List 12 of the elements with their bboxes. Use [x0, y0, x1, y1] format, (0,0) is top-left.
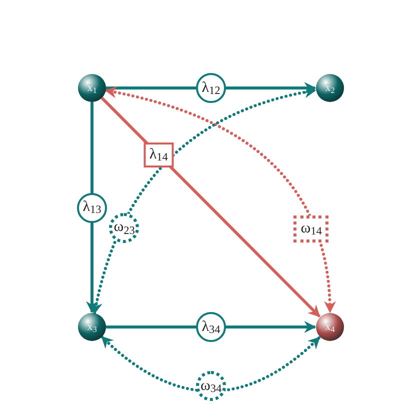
arrow: [100, 335, 321, 393]
edge-label: λ$_{13}$: [77, 192, 107, 222]
edge-label: ω$_{23}$: [109, 212, 140, 243]
edge-label: λ$_{14}$: [143, 142, 174, 168]
node-label: x$_{3}$: [87, 322, 97, 332]
edge-label: λ$_{12}$: [196, 73, 226, 103]
edge-label: ω$_{34}$: [196, 371, 226, 401]
node-label: x$_{4}$: [325, 322, 335, 332]
node-label: x$_{2}$: [325, 82, 335, 94]
edge-label: ω$_{14}$: [294, 215, 329, 242]
edge-label: λ$_{34}$: [196, 312, 226, 342]
node-label: x$_{1}$: [87, 82, 97, 94]
